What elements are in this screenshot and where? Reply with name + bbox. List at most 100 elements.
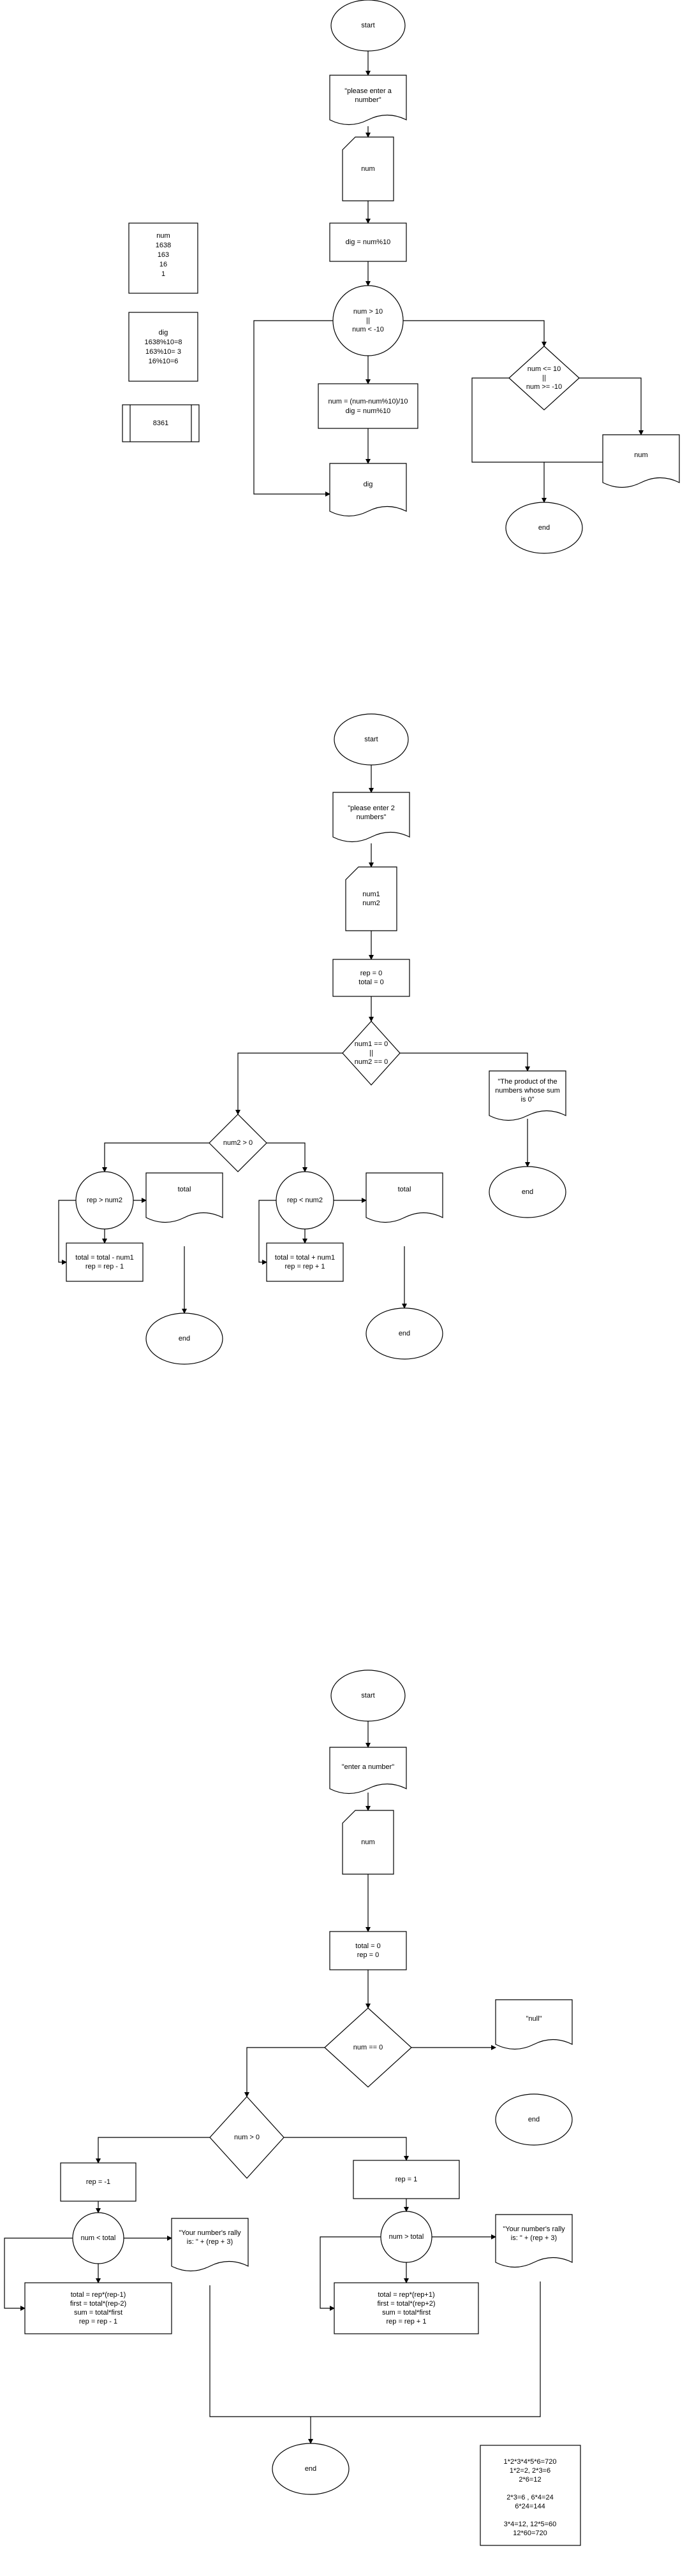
flow2-zero-line-1: num1 == 0 (355, 1040, 388, 1048)
flow2-init: rep = 0 total = 0 (332, 959, 410, 997)
flow1-edges (253, 51, 644, 503)
flow1-small-line-1: num <= 10 (528, 365, 561, 373)
flow2-left-loop-condition: rep > num2 (75, 1171, 134, 1230)
edge2-right-loop-back (258, 1200, 277, 1265)
flow2-zero-message: "The product of the numbers whose sum is… (489, 1070, 566, 1121)
flow3-left-out-line-1: "Your number's rally (179, 2229, 241, 2237)
flow2-right-body-line-2: rep = rep + 1 (285, 1263, 325, 1270)
flow3-end-null-label: end (528, 2116, 540, 2123)
flow2-init-line-1: rep = 0 (360, 970, 383, 977)
flow3-init-line-2: rep = 0 (357, 1951, 380, 1959)
flow1-result-label: 8361 (153, 419, 168, 427)
flowchart-number-rally: start "enter a number" num total = 0 rep… (4, 1670, 581, 2546)
flow3-end-label: end (305, 2465, 316, 2473)
flow3-prompt-output: "enter a number" (329, 1747, 407, 1794)
trace-dig-line-2: 1638%10=8 (144, 338, 182, 346)
flow3-null-label: "null" (526, 2015, 542, 2023)
flow2-prompt-output: "please enter 2 numbers" (332, 792, 410, 843)
flow2-zero-line-3: num2 == 0 (355, 1058, 388, 1066)
flow3-right-body-line-4: rep = rep + 1 (387, 2318, 427, 2325)
flow3-null-output: "null" (495, 1999, 573, 2050)
flow3-rep-pos: rep = 1 (353, 2160, 460, 2199)
flow2-msg-line-2: numbers whose sum (495, 1087, 560, 1095)
flow2-zero-line-2: || (369, 1049, 373, 1057)
flow2-end-zero-label: end (522, 1188, 533, 1196)
flow1-range-condition: num > 10 || num < -10 (332, 285, 404, 356)
flow1-range-line-2: || (366, 317, 370, 324)
flow1-small-condition: num <= 10 || num >= -10 (508, 346, 580, 411)
flow3-start-label: start (361, 1692, 374, 1699)
flow2-prompt-line-2: numbers" (357, 813, 387, 821)
flow3-left-loop-label: num < total (81, 2234, 116, 2242)
trace-num-line-1: num (156, 232, 170, 240)
flow3-left-body-line-1: total = rep*(rep-1) (71, 2291, 126, 2299)
flow2-left-body-line-1: total = total - num1 (75, 1254, 133, 1262)
flow1-loop-body: num = (num-num%10)/10 dig = num%10 (318, 383, 418, 429)
note-line-1: 1*2*3*4*5*6=720 (504, 2458, 557, 2466)
flow3-right-out-line-1: "Your number's rally (503, 2225, 565, 2233)
edge-cond-to-dig-output (253, 320, 333, 497)
flow1-body-line-1: num = (num-num%10)/10 (328, 398, 408, 405)
flow3-right-body: total = rep*(rep+1) first = total*(rep+2… (334, 2282, 479, 2334)
flow2-edges (58, 765, 530, 1314)
flow3-input-label: num (361, 1838, 374, 1846)
edge3-pos-to-rep-pos (284, 2137, 409, 2161)
flow3-init: total = 0 rep = 0 (329, 1931, 407, 1970)
flowchart-multiply-by-addition: start "please enter 2 numbers" num1 num2… (58, 713, 566, 1365)
flow3-prompt-label: "enter a number" (342, 1763, 395, 1771)
flow3-left-body-line-3: sum = total*first (74, 2309, 122, 2317)
flow2-right-loop-label: rep < num2 (287, 1197, 323, 1204)
flow2-input-line-2: num2 (362, 899, 380, 907)
flow2-right-total-output: total (365, 1172, 443, 1223)
flow1-small-line-2: || (542, 374, 546, 382)
flow2-end-zero: end (489, 1166, 566, 1218)
flow1-prompt-line-2: number" (355, 96, 381, 104)
flow2-init-line-2: total = 0 (358, 979, 383, 986)
flow3-right-body-line-3: sum = total*first (382, 2309, 431, 2317)
edge-small-cond-to-end (471, 377, 547, 503)
flow2-pos-label: num2 > 0 (223, 1139, 253, 1147)
trace-num-line-2: 1638 (156, 242, 171, 249)
note-line-3: 2*6=12 (519, 2476, 541, 2484)
flow1-dig-output: dig (329, 463, 407, 517)
flow3-input: num (342, 1810, 394, 1875)
flow3-right-out-line-2: is: " + (rep + 3) (511, 2234, 557, 2242)
flow2-end-left-label: end (179, 1335, 190, 1343)
flowchart-reverse-digits: start "please enter a number" num dig = … (122, 0, 680, 554)
flow1-range-line-3: num < -10 (352, 326, 384, 333)
flow3-calculation-note: 1*2*3*4*5*6=720 1*2=2, 2*3=6 2*6=12 2*3=… (480, 2445, 581, 2546)
flow2-input-line-1: num1 (362, 891, 380, 898)
flow1-small-line-3: num >= -10 (526, 383, 562, 391)
flow3-left-body-line-2: first = total*(rep-2) (70, 2300, 126, 2308)
flow2-msg-line-3: is 0" (520, 1096, 534, 1103)
trace-dig-line-4: 16%10=6 (149, 358, 179, 365)
edge2-pos-to-left-loop (102, 1142, 209, 1172)
edge2-pos-to-right-loop (267, 1142, 307, 1172)
flow1-trace-dig: dig 1638%10=8 163%10= 3 16%10=6 (128, 312, 198, 382)
flow3-rep-pos-label: rep = 1 (395, 2176, 418, 2183)
flow1-dig-assign-label: dig = num%10 (346, 238, 391, 246)
flow2-right-total-label: total (398, 1186, 411, 1193)
trace-num-line-5: 1 (161, 270, 165, 278)
flow1-end-label: end (538, 524, 550, 532)
flow2-right-body-line-1: total = total + num1 (275, 1254, 335, 1262)
flow2-msg-line-1: "The product of the (498, 1078, 557, 1086)
flow3-positive-condition: num > 0 (209, 2096, 284, 2179)
edge3-cond-to-pos-cond (244, 2047, 325, 2097)
edge-cond-to-small-cond (403, 320, 547, 347)
flow1-prompt-line-1: "please enter a (344, 87, 392, 95)
flow2-end-right: end (365, 1307, 443, 1360)
flow3-right-loop-label: num > total (389, 2233, 424, 2241)
note-line-2: 1*2=2, 2*3=6 (510, 2467, 550, 2475)
flow3-init-line-1: total = 0 (355, 1942, 380, 1950)
flow3-right-body-line-2: first = total*(rep+2) (377, 2300, 435, 2308)
flow3-rep-neg: rep = -1 (60, 2162, 137, 2202)
flow3-right-loop-condition: num > total (380, 2211, 432, 2263)
flow1-dig-output-label: dig (364, 481, 373, 488)
flow3-left-out-line-2: is: " + (rep + 3) (187, 2238, 233, 2246)
flow2-left-loop-label: rep > num2 (87, 1197, 122, 1204)
edge2-cond-to-pos-cond (235, 1052, 343, 1115)
flow3-end: end (272, 2443, 350, 2495)
flow1-input-num: num (342, 136, 394, 201)
